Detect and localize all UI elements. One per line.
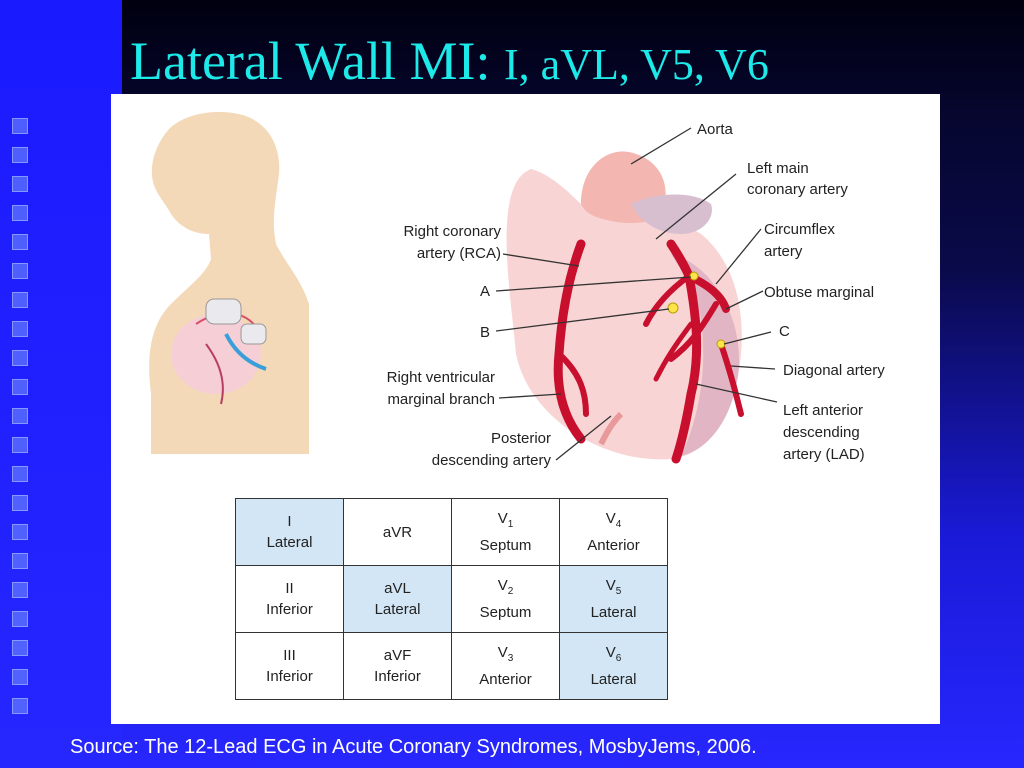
lead-region: Lateral [590,671,637,688]
lead-name: V2 [497,577,514,597]
label-c: C [779,323,790,340]
lead-name: V4 [605,510,622,530]
label-lad-1: Left anterior [783,402,863,419]
lead-region: Lateral [374,601,421,618]
figure-panel: Aorta Left main coronary artery Circumfl… [111,94,940,724]
slide-title: Lateral Wall MI: I, aVL, V5, V6 [130,30,769,92]
label-pda-1: Posterior [491,430,551,447]
label-diagonal: Diagonal artery [783,362,885,379]
lead-cell: II Inferior [235,565,344,633]
label-lad-3: artery (LAD) [783,446,865,463]
lead-region: Septum [479,537,532,554]
lead-region: Septum [479,604,532,621]
label-b: B [480,324,490,341]
label-left-main-2: coronary artery [747,181,848,198]
lead-name: V3 [497,644,514,664]
label-rca-1: Right coronary [403,223,501,240]
point-b-marker [667,302,679,314]
title-band [122,0,1024,100]
lead-cell: III Inferior [235,632,344,700]
lead-cell: aVF Inferior [343,632,452,700]
lead-region: Lateral [266,534,313,551]
title-main: Lateral Wall MI: [130,31,505,91]
label-aorta: Aorta [697,121,734,138]
label-rca-2: artery (RCA) [417,245,501,262]
source-citation: Source: The 12-Lead ECG in Acute Coronar… [70,736,757,758]
lead-region: Anterior [479,671,532,688]
lead-name: aVL [384,580,411,597]
body-silhouette [149,112,309,454]
lead-region: Inferior [266,601,313,618]
small-heart [171,298,267,405]
lead-name: aVR [382,523,413,541]
lead-name: aVF [383,647,412,664]
label-obtuse: Obtuse marginal [764,284,874,301]
decor-squares [8,118,32,727]
label-left-main-1: Left main [747,160,809,177]
lead-name: I [287,513,292,530]
leader-lines [495,127,778,461]
lead-name: V6 [605,644,622,664]
lead-name: V5 [605,577,622,597]
point-a-marker [689,271,699,281]
label-circumflex-1: Circumflex [764,221,835,238]
left-decor-strip [0,0,122,768]
label-rv-2: marginal branch [387,391,495,408]
lead-name: III [283,647,296,664]
lead-name: II [285,580,294,597]
pulmonary-trunk [631,194,712,234]
lead-cell: aVL Lateral [343,565,452,633]
label-circumflex-2: artery [764,243,803,260]
anatomy-figure: Aorta Left main coronary artery Circumfl… [149,112,885,469]
lead-region: Inferior [374,668,421,685]
lead-region: Inferior [266,668,313,685]
label-a: A [480,283,490,300]
title-leads: I, aVL, V5, V6 [504,40,769,89]
label-rv-1: Right ventricular [387,369,495,386]
point-c-marker [716,339,726,349]
coronary-arteries [553,239,744,464]
lad-path [671,271,702,464]
lead-cell: aVR [343,498,452,566]
lead-name: V1 [497,510,514,530]
label-lad-2: descending [783,424,860,441]
lead-cell: I Lateral [235,498,344,566]
label-pda-2: descending artery [432,452,552,469]
lead-region: Anterior [587,537,640,554]
lead-region: Lateral [590,604,637,621]
